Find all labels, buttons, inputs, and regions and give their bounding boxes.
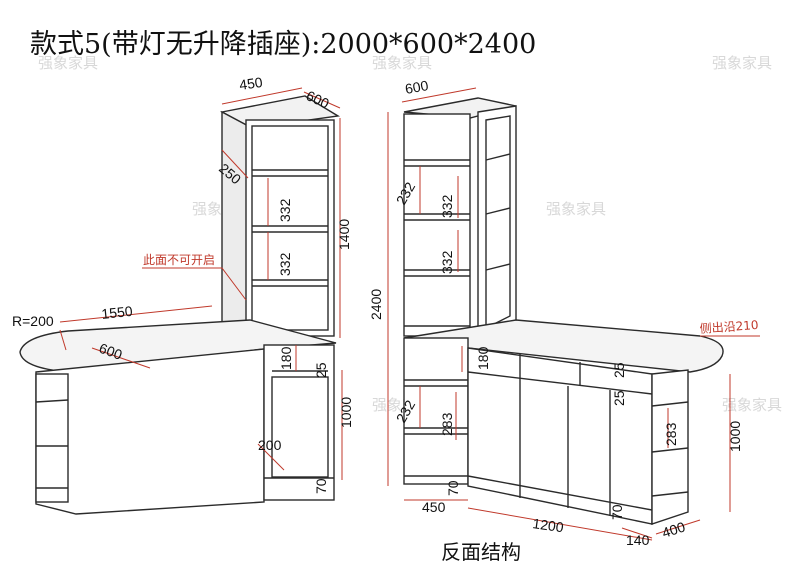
end-shelf-unit <box>651 369 689 525</box>
dim-plinth: 70 <box>313 478 329 494</box>
end-shelf <box>35 399 69 403</box>
front-dimensions <box>59 87 343 480</box>
view-caption: 反面结构 <box>441 540 521 564</box>
dim-line <box>467 507 653 541</box>
glass-shelf <box>485 153 511 161</box>
end-shelf <box>651 491 689 497</box>
watermark: 强象家具 <box>372 54 432 72</box>
dim-line <box>221 149 249 179</box>
watermark: 强象家具 <box>722 396 782 414</box>
dim-top-thickness: 25 <box>611 390 627 406</box>
front-view <box>19 95 341 515</box>
end-shelf <box>651 447 689 453</box>
dim-top-thickness: 25 <box>611 362 627 378</box>
watermark: 强象家具 <box>38 54 98 72</box>
tower-frame <box>245 119 335 337</box>
note-side-overhang: 侧出沿210 <box>699 318 759 336</box>
glass-shelf <box>485 207 511 215</box>
glass-side-inner <box>485 115 511 330</box>
dim-line <box>91 347 151 369</box>
dim-end-width: 140 <box>626 532 650 548</box>
dim-top-thickness: 25 <box>313 362 329 378</box>
watermark: 强象家具 <box>712 54 772 72</box>
desk-body <box>35 348 265 515</box>
watermark: 强象家具 <box>546 200 606 218</box>
dim-desk-length: 1550 <box>101 303 134 322</box>
dim-shelf-gap: 332 <box>439 250 455 274</box>
drawer-line <box>467 371 653 395</box>
dim-cabinet-height: 1000 <box>338 397 354 428</box>
dim-tower-width: 450 <box>238 74 264 93</box>
dim-line <box>303 91 341 109</box>
dim-lower-gap: 283 <box>439 412 455 436</box>
end-shelf <box>651 401 689 407</box>
dim-line <box>59 329 67 351</box>
open-tower <box>403 113 471 337</box>
dim-end-depth: 400 <box>660 518 687 541</box>
back-dimensions <box>387 87 760 541</box>
dim-total-height: 2400 <box>368 289 384 320</box>
end-shelf-unit <box>35 373 69 503</box>
dim-shelf-gap: 332 <box>277 198 293 222</box>
dim-desk-depth: 600 <box>97 340 125 363</box>
plinth-line <box>467 475 653 511</box>
dim-tower-height: 1400 <box>336 219 352 250</box>
back-labels: 600 2400 232 332 332 180 25 25 232 283 侧… <box>368 77 759 548</box>
cabinet-door <box>271 376 329 478</box>
dim-drawer-height: 180 <box>278 346 294 370</box>
dim-plinth: 70 <box>445 480 461 496</box>
dim-line <box>257 443 285 471</box>
back-view <box>403 97 724 525</box>
dim-shelf-gap: 332 <box>439 194 455 218</box>
dim-radius: R=200 <box>12 313 54 329</box>
dim-door-width: 200 <box>258 437 282 453</box>
note-not-openable: 此面不可开启 <box>143 253 215 267</box>
dim-shelf-gap: 332 <box>277 252 293 276</box>
dim-line <box>221 87 303 105</box>
dim-tower-depth: 600 <box>404 77 430 97</box>
note-leader <box>142 267 247 301</box>
dim-cabinet-width: 1200 <box>532 515 565 535</box>
drawing-title: 款式5(带灯无升降插座):2000*600*2400 <box>30 29 537 60</box>
front-labels: 450 600 250 1400 332 332 此面不可开启 R=200 15… <box>12 74 354 494</box>
glass-shelf <box>485 263 511 271</box>
lower-open-shelves <box>403 337 469 485</box>
dim-end-height: 1000 <box>727 421 743 452</box>
dim-line <box>621 527 653 539</box>
dim-plinth: 70 <box>609 504 625 520</box>
desk-top <box>403 319 724 373</box>
dim-line <box>401 87 477 103</box>
dim-base-width: 450 <box>422 499 446 515</box>
dim-line <box>655 519 701 535</box>
dim-line <box>59 305 213 323</box>
dim-end-shelf-gap: 283 <box>663 422 679 446</box>
dim-drawer-height: 180 <box>475 346 491 370</box>
